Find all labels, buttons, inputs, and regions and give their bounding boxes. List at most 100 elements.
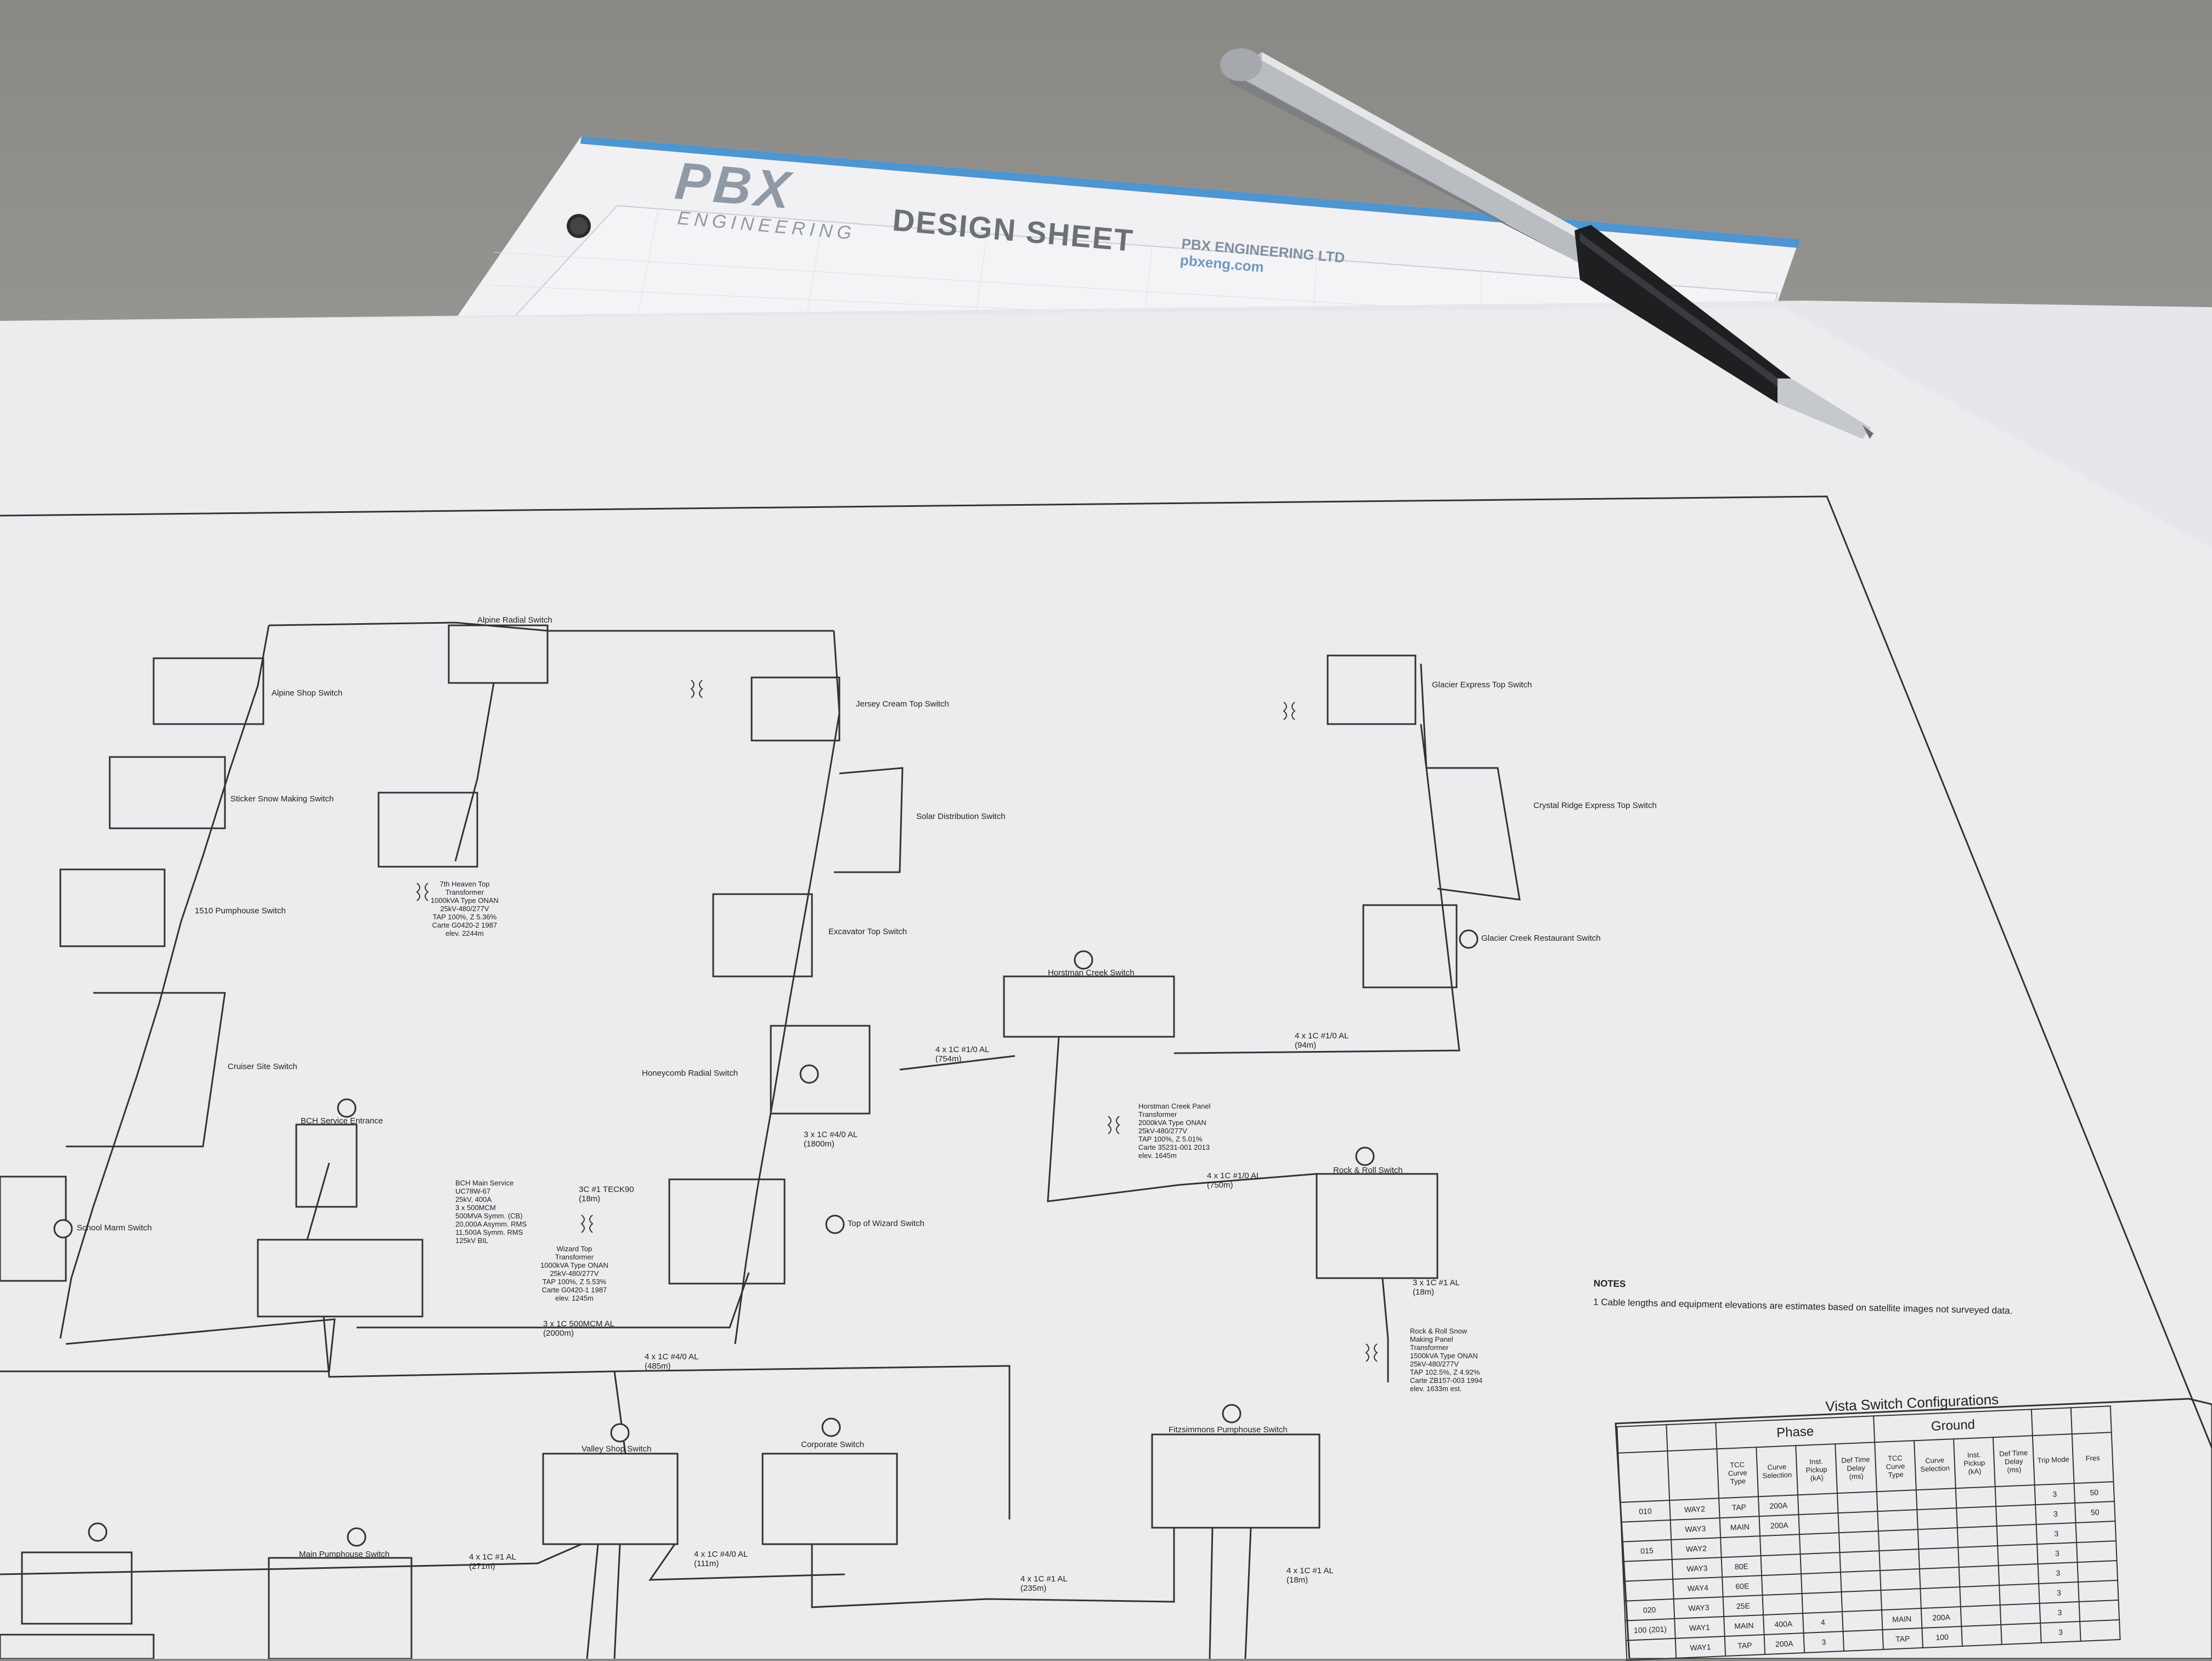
subheader-cell: Inst. Pickup (kA) (1953, 1437, 1995, 1489)
table-cell (1917, 1528, 1959, 1550)
table-cell (1881, 1589, 1921, 1611)
label-glacier-express-top: Glacier Express Top Switch (1432, 680, 1532, 690)
table-cell (1839, 1551, 1880, 1573)
table-cell: WAY2 (1671, 1538, 1722, 1560)
label-crystal-ridge: Crystal Ridge Express Top Switch (1533, 801, 1657, 810)
table-cell (1961, 1624, 2002, 1646)
table-cell (1801, 1572, 1842, 1594)
table-cell (1760, 1534, 1801, 1556)
table-cell: TAP (1719, 1496, 1759, 1518)
table-cell (2000, 1603, 2041, 1625)
table-cell: 200A (1764, 1633, 1805, 1655)
table-cell: WAY4 (1673, 1577, 1723, 1599)
subheader-cell: Def Time Delay (ms) (1835, 1442, 1877, 1494)
table-cell: 3 (2034, 1483, 2075, 1505)
label-alpine-shop-switch: Alpine Shop Switch (272, 688, 343, 698)
label-horstman-transformer: Horstman Creek Panel Transformer 2000kVA… (1138, 1102, 1211, 1160)
label-seventh-heaven-transformer: 7th Heaven Top Transformer 1000kVA Type … (431, 880, 499, 937)
table-cell: 3 (2039, 1601, 2080, 1623)
table-cell: 50 (2074, 1482, 2115, 1504)
label-cable-271m: 4 x 1C #1 AL (271m) (469, 1552, 516, 1572)
table-cell (1880, 1569, 1921, 1591)
table-cell (2079, 1600, 2120, 1622)
label-cable-754m: 4 x 1C #1/0 AL (754m) (935, 1045, 990, 1064)
label-cable-750m: 4 x 1C #1/0 AL (750m) (1207, 1171, 1261, 1190)
table-cell: 60E (1722, 1575, 1763, 1597)
table-cell: 3 (2037, 1543, 2078, 1564)
label-jersey-cream-top: Jersey Cream Top Switch (856, 699, 949, 709)
switch-id-circles (53, 929, 1479, 1547)
table-cell (1920, 1587, 1961, 1609)
table-cell (1623, 1579, 1674, 1601)
subheader-cell: Trip Mode (2032, 1434, 2074, 1485)
schematic-lines (0, 622, 1521, 1659)
table-cell (1840, 1570, 1881, 1592)
vista-table: Phase Ground TCC Curve Type Curve Select… (1616, 1405, 2120, 1660)
table-cell (1917, 1508, 1957, 1530)
table-cell: 25E (1723, 1595, 1764, 1617)
table-cell: WAY1 (1675, 1636, 1726, 1658)
table-cell (1960, 1585, 2000, 1607)
table-cell: 100 (201) (1625, 1618, 1675, 1641)
label-bch-main-service: BCH Main Service UC78W-67 25kV, 400A 3 x… (455, 1179, 527, 1245)
table-cell (1997, 1544, 2038, 1566)
table-cell (1762, 1594, 1803, 1615)
label-rock-roll-transformer: Rock & Roll Snow Making Panel Transforme… (1410, 1327, 1483, 1393)
table-cell (2001, 1623, 2041, 1645)
label-top-of-wizard: Top of Wizard Switch (848, 1219, 925, 1228)
label-teck-18m: 3C #1 TECK90 (18m) (579, 1185, 634, 1204)
label-cable-18m-b: 4 x 1C #1 AL (18m) (1286, 1566, 1334, 1585)
label-sticker-snow-switch: Sticker Snow Making Switch (230, 794, 334, 804)
table-cell: 200A (1921, 1606, 1962, 1628)
subheader-cell: Fres (2072, 1432, 2114, 1484)
table-cell (1841, 1590, 1882, 1612)
table-cell (1919, 1567, 1960, 1589)
table-cell (1995, 1485, 2036, 1507)
label-solar-distribution: Solar Distribution Switch (916, 812, 1006, 821)
table-cell (1626, 1638, 1677, 1660)
subheader-cell: Curve Selection (1756, 1445, 1798, 1497)
table-cell: 100 (1922, 1626, 1962, 1648)
label-cable-18m: 3 x 1C #1 AL (18m) (1413, 1278, 1460, 1297)
table-cell: 200A (1758, 1495, 1799, 1517)
subheader-cell: Curve Selection (1914, 1439, 1956, 1490)
label-glacier-creek-restaurant: Glacier Creek Restaurant Switch (1481, 934, 1601, 943)
table-cell (2077, 1560, 2118, 1582)
label-horstman-creek: Horstman Creek Switch (1048, 968, 1135, 978)
table-cell: 015 (1622, 1539, 1672, 1562)
table-cell (1916, 1488, 1957, 1510)
table-cell (1999, 1583, 2040, 1605)
table-cell (1838, 1531, 1880, 1553)
table-cell (1998, 1564, 2039, 1586)
table-cell (1960, 1604, 2001, 1626)
table-cell (1720, 1536, 1761, 1558)
label-bch-service-entrance: BCH Service Entrance (301, 1116, 383, 1126)
vista-switch-table: Vista Switch Configurations Phase Ground… (1616, 1382, 2212, 1661)
transformer-symbols (416, 680, 1378, 1362)
table-cell: WAY3 (1673, 1597, 1724, 1619)
label-honeycomb-radial: Honeycomb Radial Switch (642, 1069, 738, 1078)
table-cell: 200A (1759, 1515, 1800, 1536)
table-cell (1621, 1520, 1672, 1542)
label-cable-1800m: 3 x 1C #4/0 AL (1800m) (804, 1130, 858, 1149)
label-pumphouse-1510: 1510 Pumphouse Switch (195, 906, 286, 916)
table-cell (1843, 1629, 1883, 1651)
label-cable-485m: 4 x 1C #4/0 AL (485m) (645, 1352, 699, 1371)
table-cell (1879, 1549, 1920, 1571)
table-cell: TAP (1882, 1628, 1923, 1649)
table-cell (2076, 1541, 2117, 1563)
label-fitzsimmons-switch: Fitzsimmons Pumphouse Switch (1169, 1425, 1288, 1434)
table-cell: WAY3 (1670, 1518, 1721, 1540)
table-cell (2075, 1521, 2117, 1543)
table-cell (1762, 1574, 1802, 1596)
table-cell (1957, 1526, 1998, 1548)
label-corporate-switch: Corporate Switch (801, 1440, 865, 1449)
subheader-cell: Def Time Delay (ms) (1993, 1436, 2035, 1487)
table-cell: WAY1 (1674, 1617, 1725, 1639)
table-cell (1800, 1552, 1841, 1574)
table-cell (1838, 1511, 1878, 1533)
table-cell (1798, 1493, 1838, 1515)
table-cell: TAP (1724, 1635, 1765, 1657)
table-cell: WAY2 (1669, 1498, 1720, 1521)
